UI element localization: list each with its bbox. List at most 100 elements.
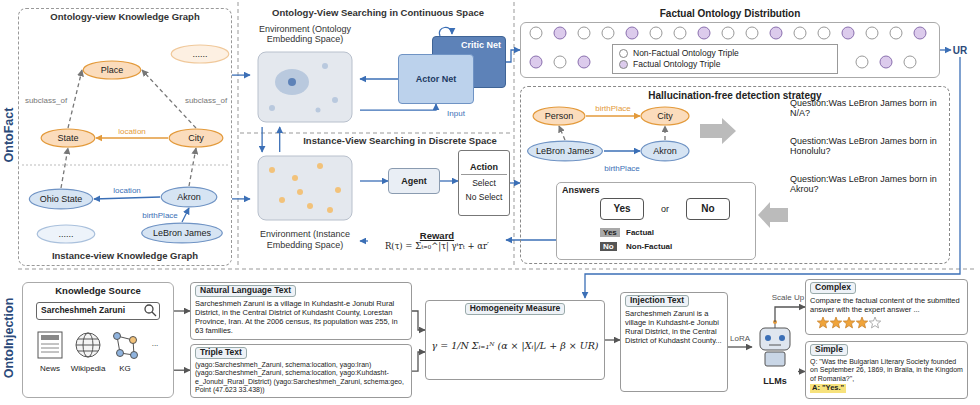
connector xyxy=(506,50,520,62)
table-cell: Yes xyxy=(600,228,620,237)
block-arrow xyxy=(700,118,736,144)
edge-label: location xyxy=(117,127,147,136)
question-text: Question:Was LeBron James born in Honolu… xyxy=(790,136,945,156)
connector-word: or xyxy=(661,204,669,214)
triple-circle xyxy=(530,56,542,68)
node-text: Instance-view Knowledge Graph xyxy=(19,251,231,262)
star xyxy=(843,317,854,328)
triple-circle xyxy=(530,27,542,39)
answer-box: Yes xyxy=(600,198,644,220)
connector xyxy=(96,137,168,138)
entity-ellipse: Ohio State xyxy=(28,188,94,210)
answer-box: No xyxy=(686,198,730,220)
text-box: Triple Text (yago:Sarcheshmeh_Zaruni, sch… xyxy=(190,344,412,398)
critic-loop xyxy=(439,27,452,36)
text-box: Natural Language TextSarcheshmeh Zaruni … xyxy=(190,282,412,340)
metric-label: UR xyxy=(953,45,967,56)
kg-icon xyxy=(114,333,138,359)
reward-box: RewardR(τ) = Σₜ₌₀^|τ| γᵗrₜ + αr′ xyxy=(368,220,506,262)
node-text: Agent xyxy=(401,176,427,186)
section-title: OntoFact xyxy=(2,108,16,163)
ontology-embedding-space xyxy=(258,52,352,122)
node-text: Critic Net xyxy=(461,40,501,50)
node-text: ...... xyxy=(192,49,207,59)
connector xyxy=(775,307,805,322)
connector xyxy=(586,115,640,116)
legend-text: Factual Ontology Triple xyxy=(633,59,720,70)
triple-circle xyxy=(904,56,916,68)
measure-box: Homogeneity Measureγ = 1/N Σᵢ₌₁ᴺ (α × |X… xyxy=(425,300,605,380)
agent-box: Agent xyxy=(388,168,440,194)
triple-circle xyxy=(578,27,590,39)
connector xyxy=(510,182,520,183)
edge-label: subclass_of xyxy=(184,96,228,105)
entity-ellipse: ...... xyxy=(36,224,96,244)
icon-caption: KG xyxy=(119,364,131,373)
edge-label: birthPlace xyxy=(603,164,641,173)
node-text: (yago:Sarcheshmeh_Zaruni, schema:locatio… xyxy=(195,361,407,395)
star-rating xyxy=(816,316,886,329)
icon-caption: News xyxy=(40,364,60,373)
connector xyxy=(412,352,425,371)
connector xyxy=(605,339,620,340)
triple-circle xyxy=(880,56,892,68)
block-arrow xyxy=(758,202,788,228)
concept-ellipse: Person xyxy=(532,106,586,126)
node-text: R(τ) = Σₜ₌₀^|τ| γᵗrₜ + αr′ xyxy=(385,242,489,252)
triple-circle xyxy=(674,27,686,39)
connector xyxy=(604,150,640,151)
triple-circle xyxy=(842,27,854,39)
legend-row: Factual Ontology Triple xyxy=(619,59,831,70)
source-box: Knowledge SourceSarcheshmeh Zaruni xyxy=(22,282,174,398)
node-text: Injection Text xyxy=(625,295,689,307)
triple-circle xyxy=(818,27,830,39)
edge-label: LoRA xyxy=(729,334,751,343)
magnifier-icon xyxy=(145,305,156,316)
entity-ellipse: LeBron James xyxy=(526,140,604,162)
connector xyxy=(182,208,189,222)
node-text: LLMs xyxy=(763,376,787,386)
connector xyxy=(232,74,250,75)
table-cell: No xyxy=(600,242,617,251)
action-box: ActionSelectNo Select xyxy=(458,150,510,216)
triple-circle xyxy=(650,27,662,39)
node-text: Select xyxy=(472,177,496,191)
node-text: Triple Text xyxy=(195,347,247,359)
actor-box: Actor Net xyxy=(398,54,474,104)
node-text: Answers xyxy=(557,183,755,197)
question-text: Question:Was LeBron James born in Akrou? xyxy=(790,174,945,194)
connector xyxy=(360,78,398,79)
node-text: Natural Language Text xyxy=(195,285,296,297)
connector xyxy=(279,127,280,152)
section-title: OntoInjection xyxy=(2,298,16,379)
node-text: Simple xyxy=(810,344,848,356)
node-text: Ohio State xyxy=(40,194,83,204)
connector xyxy=(360,180,388,181)
instance-embedding-space xyxy=(258,156,352,220)
star xyxy=(830,317,841,328)
node-text: Sarcheshmeh Zaruni is a village in Kuhda… xyxy=(625,309,723,345)
node-text: No Select xyxy=(466,191,503,205)
icon-caption: ... xyxy=(152,339,159,348)
panel-divider xyxy=(22,165,228,166)
concept-ellipse: State xyxy=(40,128,96,148)
entity-ellipse: LeBron James xyxy=(140,222,224,244)
node-text: Actor Net xyxy=(416,74,457,84)
node-text: Sarcheshmeh Zaruni xyxy=(41,306,155,316)
table-cell: Non-Factual xyxy=(626,242,672,251)
legend-text: Non-Factual Ontology Triple xyxy=(633,48,739,59)
triple-circle xyxy=(770,27,782,39)
panel-title: Instance-View Searching in Discrete Spac… xyxy=(300,135,500,146)
concept-ellipse: City xyxy=(640,106,690,126)
legend-swatch xyxy=(619,60,628,69)
triple-circle xyxy=(866,27,878,39)
node-text: Akron xyxy=(653,146,677,156)
connector xyxy=(360,104,436,110)
legend-row: Non-Factual Ontology Triple xyxy=(619,48,831,59)
entity-ellipse: Akron xyxy=(160,186,218,208)
connector xyxy=(798,371,805,372)
node-text: Reward xyxy=(420,231,454,242)
node-text: Place xyxy=(101,65,124,75)
edge-label: location xyxy=(112,186,142,195)
